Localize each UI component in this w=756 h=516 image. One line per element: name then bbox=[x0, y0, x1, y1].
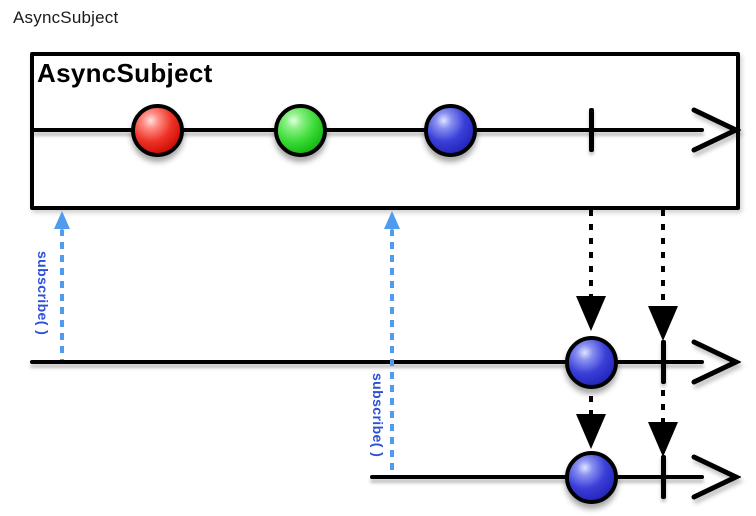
source-marble-blue bbox=[424, 104, 477, 157]
source-complete-tick bbox=[589, 108, 594, 152]
source-marble-red bbox=[131, 104, 184, 157]
subscribe-dashed-line-2 bbox=[390, 229, 394, 477]
subscribe-dashed-line-1 bbox=[60, 229, 64, 362]
emission-dotted-line-2 bbox=[589, 396, 593, 414]
emission-dotted-line-1 bbox=[589, 210, 593, 296]
source-marble-green bbox=[274, 104, 327, 157]
observer2-marble-blue bbox=[565, 451, 618, 504]
observer2-complete-tick bbox=[661, 455, 666, 499]
observer1-complete-tick bbox=[661, 340, 666, 384]
page-title: AsyncSubject bbox=[13, 8, 119, 27]
complete-dotted-line-2 bbox=[661, 390, 665, 422]
complete-arrowhead-down-icon-1 bbox=[648, 306, 678, 341]
observer1-timeline-arrow-icon bbox=[691, 339, 741, 385]
observer2-timeline bbox=[370, 475, 704, 479]
complete-dotted-line-1 bbox=[661, 210, 665, 306]
subscribe-arrowhead-up-icon-1 bbox=[54, 211, 70, 229]
complete-arrowhead-down-icon-2 bbox=[648, 422, 678, 457]
source-timeline-arrow-icon bbox=[691, 107, 741, 153]
source-timeline bbox=[32, 128, 704, 132]
box-title: AsyncSubject bbox=[37, 58, 213, 88]
emission-arrowhead-down-icon-2 bbox=[576, 414, 606, 449]
emission-arrowhead-down-icon-1 bbox=[576, 296, 606, 331]
observer1-timeline bbox=[30, 360, 704, 364]
observer2-timeline-arrow-icon bbox=[691, 454, 741, 500]
subscribe-label-1: subscribe( ) bbox=[35, 251, 51, 336]
subscribe-label-2: subscribe( ) bbox=[370, 373, 386, 458]
observer1-marble-blue bbox=[565, 336, 618, 389]
subscribe-arrowhead-up-icon-2 bbox=[384, 211, 400, 229]
